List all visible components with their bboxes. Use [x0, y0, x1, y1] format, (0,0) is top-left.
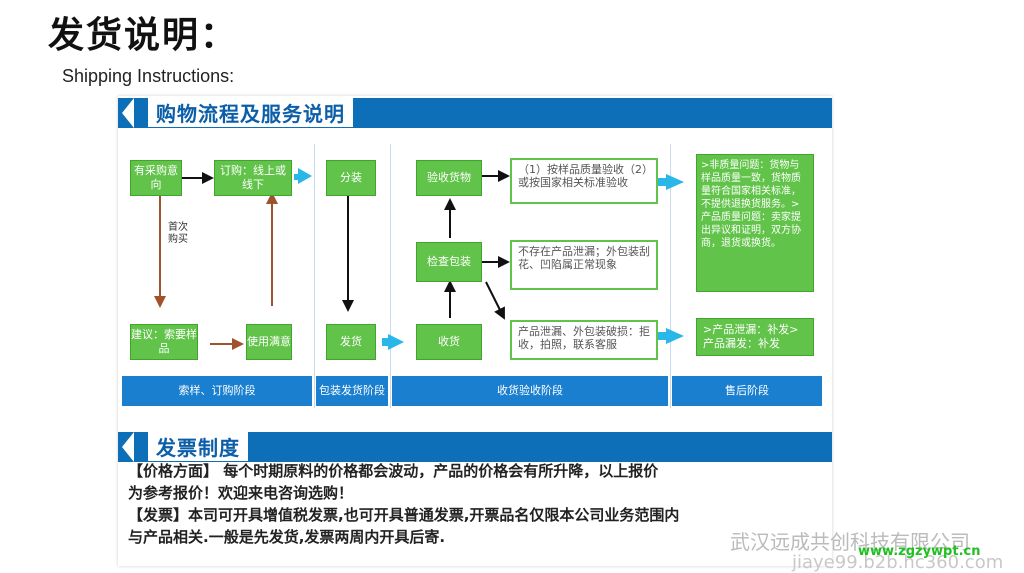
divider — [390, 144, 391, 408]
inspect-note: 不存在产品泄漏；外包装刮花、凹陷属正常现象 — [510, 240, 658, 290]
ship-box: 发货 — [326, 324, 376, 360]
chevron-left-icon — [122, 432, 134, 462]
receive-box: 收货 — [416, 324, 482, 360]
watermark-site: www.zgzywpt.cn — [858, 544, 981, 559]
pack-box: 分装 — [326, 160, 376, 196]
inspect-box: 检查包装 — [416, 242, 482, 282]
stage-after-sales: 售后阶段 — [672, 376, 822, 406]
verify-box: 验收货物 — [416, 160, 482, 196]
order-box: 订购：线上或线下 — [214, 160, 292, 196]
stage-receiving: 收货验收阶段 — [392, 376, 668, 406]
leak-policy-box: >产品泄漏：补发>产品漏发：补发 — [696, 318, 814, 356]
chevron-left-icon — [122, 98, 134, 128]
invoice-line: 与产品相关.一般是先发货,发票两周内开具后寄. — [128, 528, 446, 546]
verify-note: （1）按样品质量验收（2）或按国家相关标准验收 — [510, 158, 658, 204]
first-buy-label: 首次购买 — [168, 222, 188, 245]
stage-shipping: 包装发货阶段 — [316, 376, 388, 406]
invoice-line: 为参考报价！欢迎来电咨询选购！ — [128, 484, 354, 502]
satisfied-box: 使用满意 — [246, 324, 292, 360]
invoice-line: 【发票】本司可开具增值税发票,也可开具普通发票,开票品名仅限本公司业务范围内 — [128, 506, 680, 524]
quality-policy-box: >非质量问题：货物与样品质量一致，货物质量符合国家相关标准，不提供退换货服务。>… — [696, 154, 814, 292]
page-title: 发货说明： — [48, 14, 239, 56]
divider — [314, 144, 315, 408]
flow-panel: 购物流程及服务说明 有采购意向 订购：线上或线下 建议：索要样品 使用满意 首次… — [118, 96, 832, 566]
sample-box: 建议：索要样品 — [130, 324, 198, 360]
flow-header-title: 购物流程及服务说明 — [148, 98, 353, 127]
flow-arrows — [154, 168, 684, 350]
stage-ordering: 索样、订购阶段 — [122, 376, 312, 406]
watermark-url: jiaye99.b2b.hc360.com — [792, 552, 1004, 573]
invoice-header-title: 发票制度 — [148, 432, 248, 461]
page-subtitle: Shipping Instructions: — [62, 66, 235, 86]
invoice-line: 【价格方面】 每个时期原料的价格都会波动，产品的价格会有所升降，以上报价 — [128, 462, 659, 480]
divider — [670, 144, 671, 408]
receive-note: 产品泄漏、外包装破损：拒收，拍照，联系客服 — [510, 320, 658, 360]
watermark-company: 武汉远成共创科技有限公司 — [730, 530, 970, 554]
intent-box: 有采购意向 — [130, 160, 182, 196]
invoice-text: 【价格方面】 每个时期原料的价格都会波动，产品的价格会有所升降，以上报价 为参考… — [128, 460, 828, 548]
